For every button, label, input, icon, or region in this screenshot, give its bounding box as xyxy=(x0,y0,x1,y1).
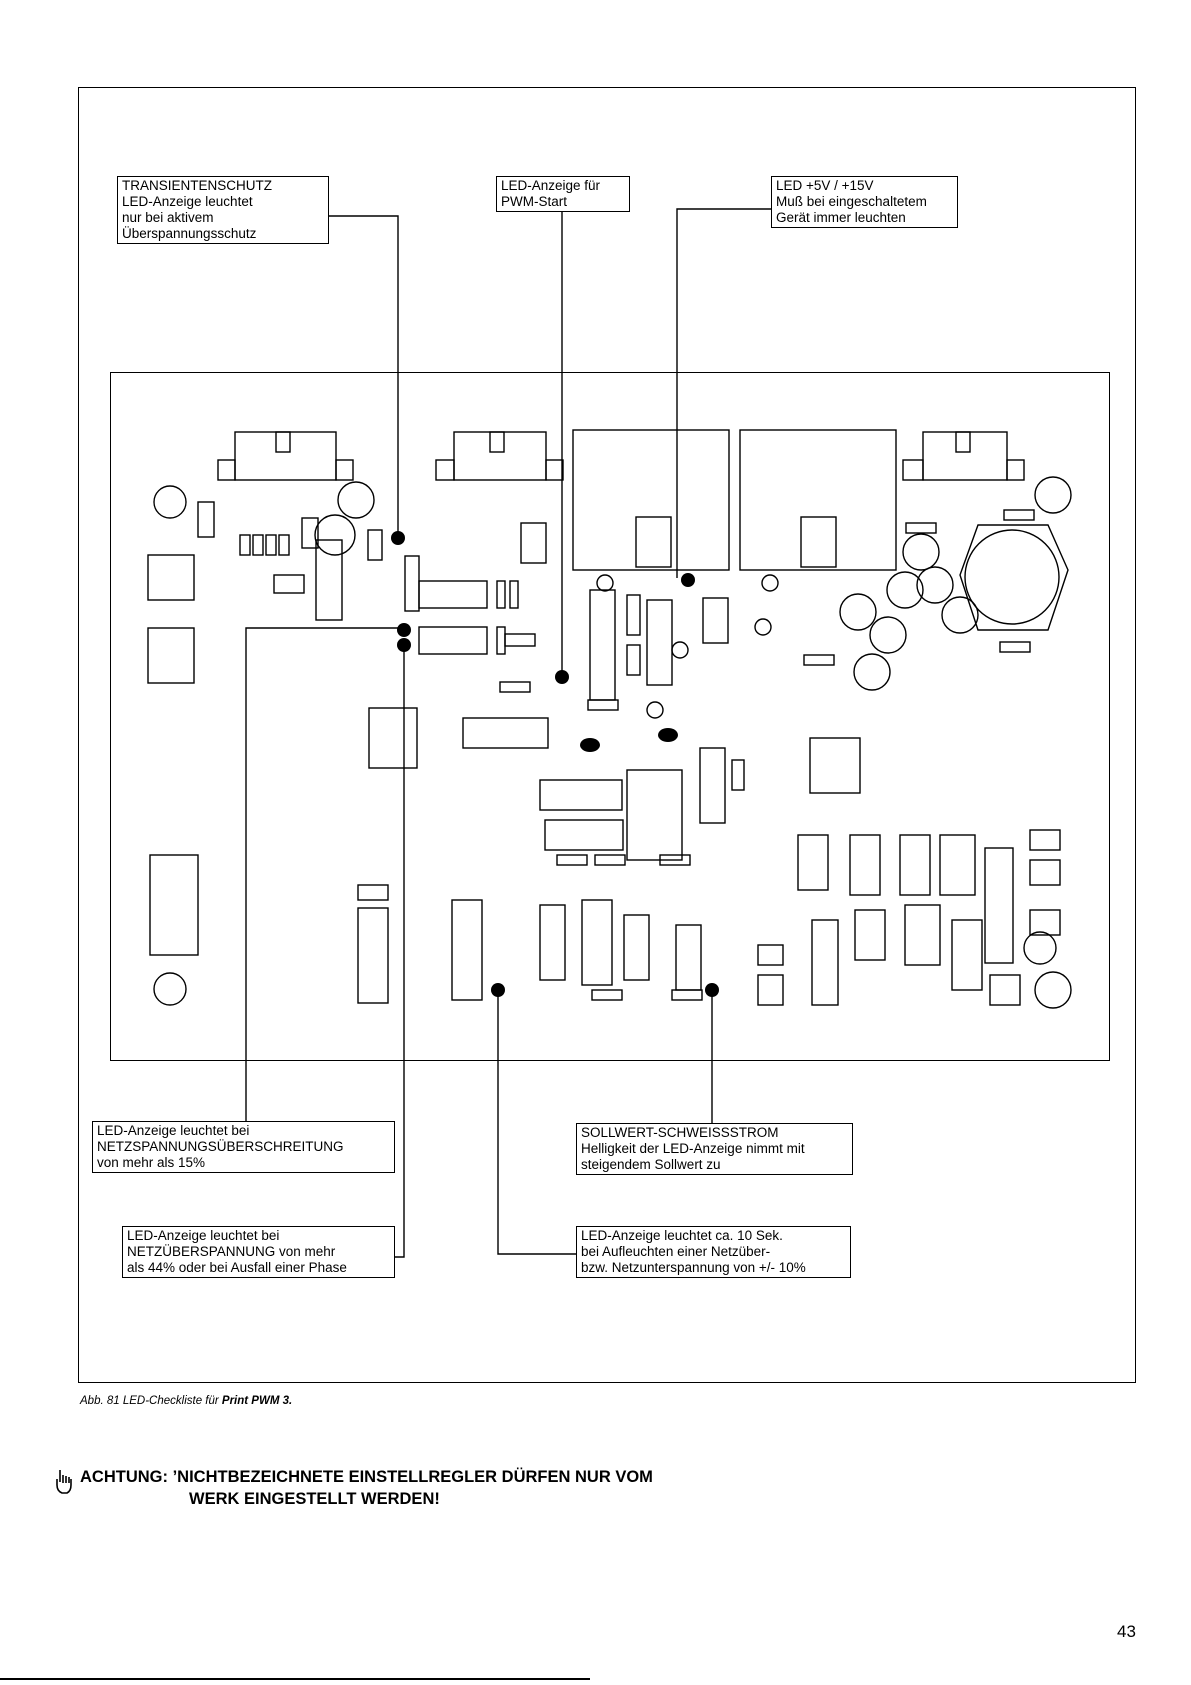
leader-netz10 xyxy=(497,988,576,1255)
callout-line: LED-Anzeige leuchtet xyxy=(122,194,253,209)
callout-netzueberspannung-44: LED-Anzeige leuchtet bei NETZÜBERSPANNUN… xyxy=(122,1226,395,1278)
callout-line: Helligkeit der LED-Anzeige nimmt mit xyxy=(581,1141,805,1156)
caption-bold: Print PWM 3. xyxy=(221,1395,293,1407)
callout-line: Gerät immer leuchten xyxy=(776,210,906,225)
callout-line: bzw. Netzunterspannung von +/- 10% xyxy=(581,1260,806,1275)
leader-netz44 xyxy=(395,645,405,1258)
callout-line: nur bei aktivem xyxy=(122,210,214,225)
led-transient xyxy=(391,531,405,545)
callout-line: Überspannungsschutz xyxy=(122,226,257,241)
caption-prefix: Abb. 81 LED-Checkliste für xyxy=(80,1395,222,1407)
pointing-hand-icon xyxy=(56,1470,72,1494)
leader-netz15 xyxy=(245,627,404,1121)
callout-line: LED-Anzeige leuchtet bei xyxy=(127,1228,280,1243)
callout-sollwert: SOLLWERT-SCHWEISSSTROM Helligkeit der LE… xyxy=(576,1123,853,1175)
callout-line: LED-Anzeige leuchtet bei xyxy=(97,1123,250,1138)
led-netz15 xyxy=(397,623,411,637)
callout-netz-10: LED-Anzeige leuchtet ca. 10 Sek. bei Auf… xyxy=(576,1226,851,1278)
callout-line: steigendem Sollwert zu xyxy=(581,1157,721,1172)
callout-line: TRANSIENTENSCHUTZ xyxy=(122,178,273,193)
callout-netzspannung-15: LED-Anzeige leuchtet bei NETZSPANNUNGSÜB… xyxy=(92,1121,395,1173)
callout-line: Muß bei eingeschaltetem xyxy=(776,194,927,209)
bottom-rule xyxy=(0,1678,590,1680)
led-netz10 xyxy=(491,983,505,997)
leader-transient xyxy=(328,215,399,532)
callout-line: bei Aufleuchten einer Netzüber- xyxy=(581,1244,771,1259)
led-sollwert xyxy=(705,983,719,997)
page-number: 43 xyxy=(1117,1622,1136,1641)
callout-line: LED-Anzeige für xyxy=(501,178,601,193)
callout-line: NETZÜBERSPANNUNG von mehr xyxy=(127,1244,336,1259)
figure-frame xyxy=(78,87,1136,1383)
callout-line: SOLLWERT-SCHWEISSSTROM xyxy=(581,1125,779,1140)
led-netz44 xyxy=(397,638,411,652)
led-pwm xyxy=(555,670,569,684)
warning-line-1: ACHTUNG: ’NICHTBEZEICHNETE EINSTELLREGLE… xyxy=(80,1468,653,1486)
callout-line: PWM-Start xyxy=(501,194,567,209)
leader-led5v xyxy=(676,208,771,578)
callout-line: als 44% oder bei Ausfall einer Phase xyxy=(127,1260,347,1275)
led-5v15v xyxy=(681,573,695,587)
callout-led-5v-15v: LED +5V / +15V Muß bei eingeschaltetem G… xyxy=(771,176,958,228)
figure-caption: Abb. 81 LED-Checkliste für Print PWM 3. xyxy=(80,1395,292,1407)
callout-line: LED +5V / +15V xyxy=(776,178,874,193)
callout-line: von mehr als 15% xyxy=(97,1155,206,1170)
circuit-board xyxy=(110,372,1110,1061)
callout-transientenschutz: TRANSIENTENSCHUTZ LED-Anzeige leuchtet n… xyxy=(117,176,329,244)
callout-line: LED-Anzeige leuchtet ca. 10 Sek. xyxy=(581,1228,783,1243)
callout-line: NETZSPANNUNGSÜBERSCHREITUNG xyxy=(97,1139,344,1154)
warning-line-2: WERK EINGESTELLT WERDEN! xyxy=(189,1490,440,1508)
callout-pwm-start: LED-Anzeige für PWM-Start xyxy=(496,176,630,212)
